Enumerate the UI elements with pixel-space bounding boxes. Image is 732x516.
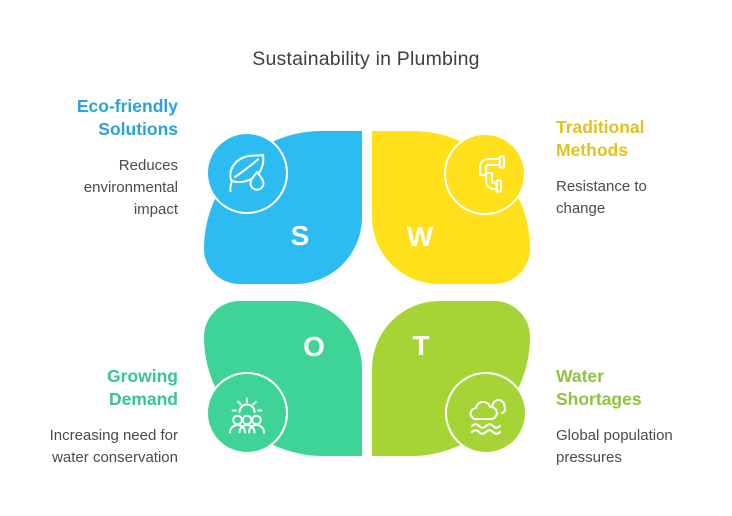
leaf-water-drop-icon	[229, 154, 265, 192]
opportunities-icon-circle	[206, 372, 288, 454]
weaknesses-icon-circle	[444, 133, 526, 215]
opportunities-heading: Growing Demand	[107, 366, 178, 409]
weaknesses-petal	[372, 131, 530, 284]
threats-label-block: Water Shortages Global population pressu…	[556, 365, 728, 469]
threats-description: Global population pressures	[556, 427, 673, 466]
strengths-letter: S	[290, 220, 310, 251]
opportunities-petal	[204, 301, 362, 456]
strengths-description: Reduces environmental impact	[83, 157, 178, 218]
threats-heading: Water Shortages	[556, 366, 642, 409]
threats-letter: T	[412, 330, 430, 361]
threats-icon-circle	[445, 372, 527, 454]
opportunities-description: Increasing need for water conservation	[49, 427, 178, 466]
strengths-heading: Eco-friendly Solutions	[76, 96, 178, 139]
weaknesses-heading: Traditional Methods	[556, 117, 645, 160]
page-title: Sustainability in Plumbing	[252, 48, 480, 70]
opportunities-label-block: Growing Demand Increasing need for water…	[6, 365, 178, 469]
opportunities-letter: O	[303, 331, 325, 362]
strengths-petal	[204, 131, 362, 284]
weaknesses-label-block: Traditional Methods Resistance to change	[556, 116, 728, 220]
pipes-icon	[479, 155, 505, 193]
strengths-label-block: Eco-friendly Solutions Reduces environme…	[6, 95, 178, 221]
cloud-water-icon	[469, 399, 507, 435]
sun-people-icon	[229, 397, 265, 434]
threats-petal	[372, 301, 530, 456]
weaknesses-description: Resistance to change	[556, 178, 647, 217]
strengths-icon-circle	[206, 132, 288, 214]
weaknesses-letter: W	[406, 221, 434, 252]
